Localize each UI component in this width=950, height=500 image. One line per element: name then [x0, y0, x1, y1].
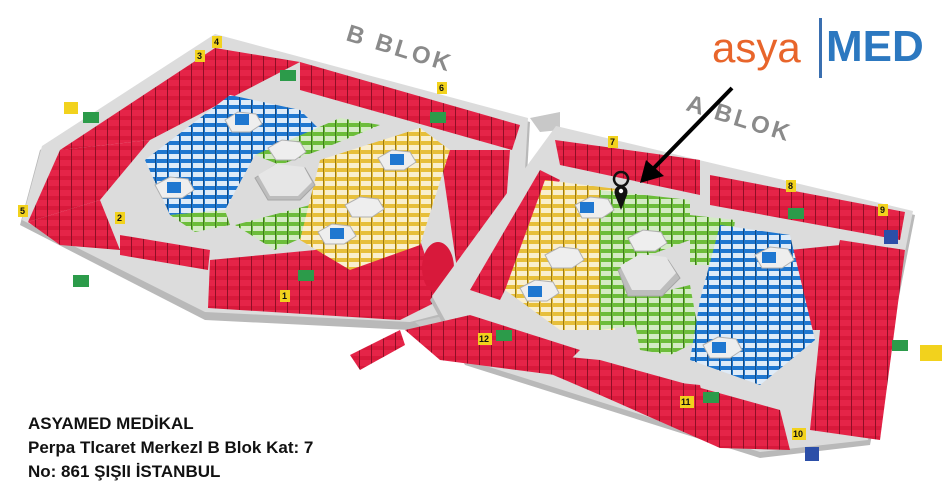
address-block: ASYAMED MEDİKAL Perpa Tlcaret Merkezl B … — [28, 412, 313, 484]
gate-tag-6: 6 — [437, 82, 447, 94]
gate-tag-9: 9 — [878, 204, 888, 216]
asyamed-logo: asya MED — [712, 16, 937, 80]
svg-text:1: 1 — [282, 291, 287, 301]
svg-text:2: 2 — [117, 213, 122, 223]
address-line-company: ASYAMED MEDİKAL — [28, 414, 194, 433]
logo-divider — [819, 18, 822, 78]
b-block-shops-left — [28, 140, 150, 222]
gate-tag-4: 4 — [212, 36, 222, 48]
logo-text-asya: asya — [712, 24, 801, 71]
svg-text:12: 12 — [479, 334, 489, 344]
restroom-icon — [805, 230, 898, 461]
b-block-shops-green-2 — [170, 210, 230, 232]
a-block-shops-top-right — [710, 175, 905, 240]
elevator-icon — [528, 202, 776, 353]
gate-tag-1: 1 — [280, 290, 290, 302]
b-block-shops-bottom-left — [28, 200, 120, 250]
svg-text:11: 11 — [681, 397, 691, 407]
svg-text:3: 3 — [197, 51, 202, 61]
logo-text-med: MED — [826, 22, 924, 71]
svg-text:8: 8 — [788, 181, 793, 191]
gate-tag-2: 2 — [115, 212, 125, 224]
gate-tag-12: 12 — [478, 333, 492, 345]
exit-sign-icon — [73, 70, 908, 403]
a-block-shops-green-2 — [630, 285, 700, 355]
b-block-shops-top — [60, 48, 300, 150]
gate-tag-8: 8 — [786, 180, 796, 192]
svg-text:10: 10 — [793, 429, 803, 439]
svg-text:4: 4 — [214, 37, 219, 47]
a-block-shops-top — [555, 140, 700, 195]
map-pin-icon — [612, 170, 630, 210]
address-line-building: Perpa Tlcaret Merkezl B Blok Kat: 7 — [28, 438, 314, 457]
a-block-shops-bottom — [495, 350, 790, 450]
gate-tag-11: 11 — [680, 396, 694, 408]
svg-text:7: 7 — [610, 137, 615, 147]
address-line-city: No: 861 ŞIŞlI İSTANBUL — [28, 462, 221, 481]
gate-tag-5: 5 — [18, 205, 28, 217]
b-block-shops-bottom — [208, 240, 440, 320]
b-block-label: B BLOK — [343, 20, 456, 78]
gate-tags: 1 2 3 4 5 6 7 8 9 10 11 12 — [18, 36, 888, 440]
stairs-icon — [64, 102, 942, 361]
svg-text:5: 5 — [20, 206, 25, 216]
svg-text:6: 6 — [439, 83, 444, 93]
gate-tag-10: 10 — [792, 428, 806, 440]
elevator-icon — [167, 114, 404, 239]
gate-tag-3: 3 — [195, 50, 205, 62]
svg-text:9: 9 — [880, 205, 885, 215]
b-block-shops-top-right — [300, 62, 520, 150]
arrow-icon — [640, 86, 734, 183]
gate-tag-7: 7 — [608, 136, 618, 148]
